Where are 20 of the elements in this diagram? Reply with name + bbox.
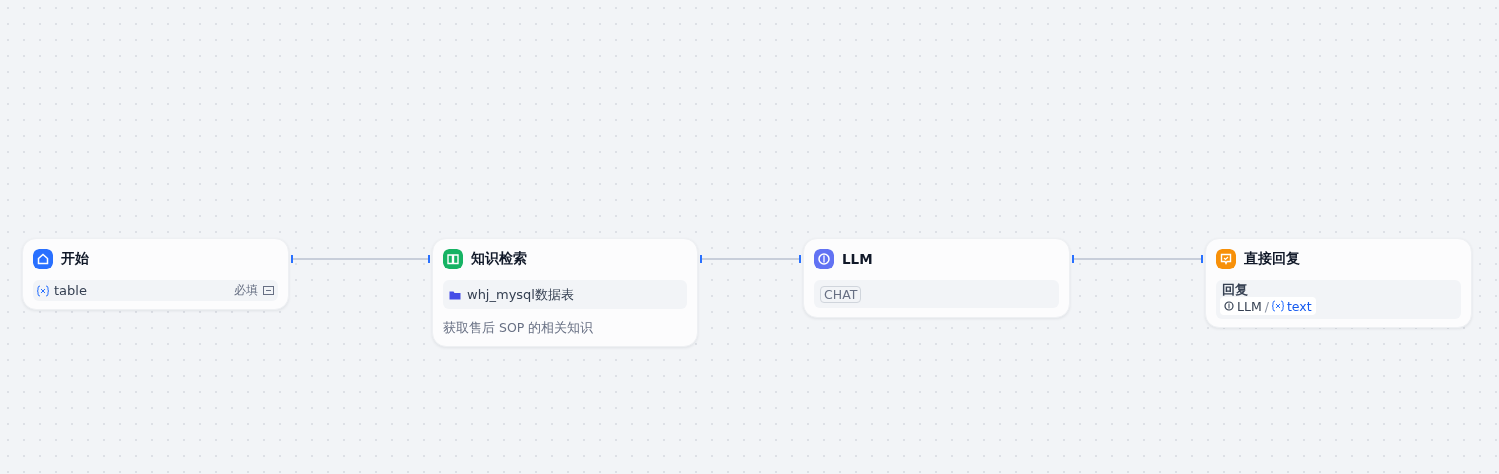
field-label: 回复	[1222, 282, 1248, 299]
connector-line	[1072, 255, 1203, 263]
node-reference: LLM	[1237, 298, 1262, 314]
node-description: 获取售后 SOP 的相关知识	[443, 320, 594, 337]
node-title: LLM	[842, 251, 873, 267]
workflow-node-card	[22, 238, 289, 310]
node-title: 直接回复	[1244, 250, 1300, 268]
required-label: 必填	[234, 282, 258, 299]
connector-line	[291, 255, 430, 263]
workflow-node-card	[803, 238, 1070, 318]
variable-name: table	[54, 283, 87, 298]
mode-badge: CHAT	[820, 285, 862, 303]
separator: /	[1264, 298, 1269, 314]
node-title: 开始	[61, 250, 89, 268]
node-title: 知识检索	[471, 250, 527, 268]
workflow-node-card	[1205, 238, 1472, 328]
dataset-name: whj_mysql数据表	[467, 285, 574, 304]
connector-line	[700, 255, 801, 263]
workflow-node-card	[432, 238, 698, 347]
variable-name: text	[1286, 298, 1312, 314]
